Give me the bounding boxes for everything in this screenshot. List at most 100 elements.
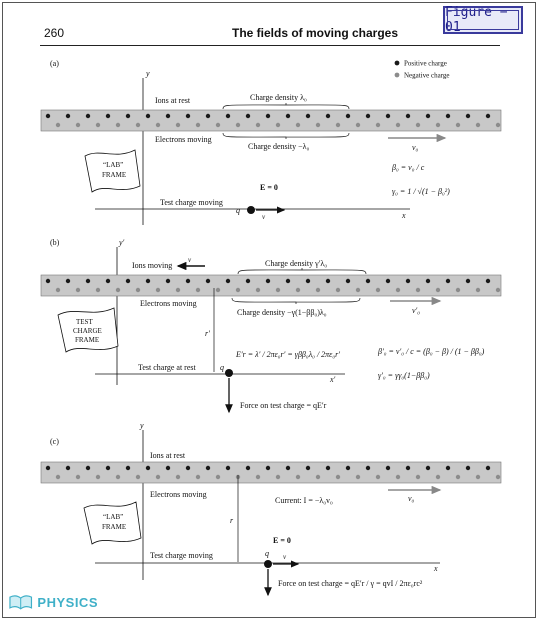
panel-a-negative-charge xyxy=(415,122,421,128)
page-number: 260 xyxy=(44,26,65,40)
panel-a: (a) y x Ions at rest Charge density λ₀ E… xyxy=(40,59,502,225)
panel-c-current: Current: I = −λ₀v₀ xyxy=(275,496,333,505)
panel-a-negative-charge xyxy=(215,122,221,128)
panel-b-positive-charge xyxy=(345,278,351,284)
panel-a-negative-charge xyxy=(115,122,121,128)
panel-c-positive-charge xyxy=(385,465,391,471)
panel-c-negative-charge xyxy=(455,474,461,480)
panel-b-positive-charge xyxy=(205,278,211,284)
panel-c-negative-charge xyxy=(135,474,141,480)
panel-a-negative-charge xyxy=(75,122,81,128)
panel-c-y-label: y xyxy=(139,421,144,430)
panel-c-negative-charge xyxy=(175,474,181,480)
panel-c-positive-charge xyxy=(465,465,471,471)
panel-b-frame-line3: FRAME xyxy=(75,336,99,344)
panel-b-positive-charge xyxy=(285,278,291,284)
panel-a-negative-charge xyxy=(295,122,301,128)
panel-c-positive-charge xyxy=(125,465,131,471)
header-rule xyxy=(40,45,500,46)
panel-b-field: E′r = λ′ / 2πε₀r′ = γββ₀λ₀ / 2πε₀r′ xyxy=(235,350,340,359)
panel-b-ions-v: v xyxy=(188,256,192,264)
panel-b-gamma-prime: γ′₀ = γγ₀(1−ββ₀) xyxy=(378,371,430,380)
panel-a-positive-charge xyxy=(425,113,431,119)
panel-c-x-label: x xyxy=(433,564,438,573)
panel-a-positive-charge xyxy=(485,113,491,119)
panel-a-positive-charge xyxy=(465,113,471,119)
panel-c-ions-label: Ions at rest xyxy=(150,451,186,460)
panel-a-negative-charge xyxy=(195,122,201,128)
panel-c-negative-charge xyxy=(375,474,381,480)
panel-b-negative-charge xyxy=(395,287,401,293)
panel-a-x-label: x xyxy=(401,211,406,220)
panel-b-positive-charge xyxy=(185,278,191,284)
panel-a-positive-charge xyxy=(245,113,251,119)
panel-b-negative-charge xyxy=(75,287,81,293)
panel-b-electrons-label: Electrons moving xyxy=(140,299,197,308)
panel-c-positive-charge xyxy=(405,465,411,471)
panel-b-positive-charge xyxy=(325,278,331,284)
panel-b-positive-charge xyxy=(445,278,451,284)
panel-a-positive-charge xyxy=(445,113,451,119)
panel-c-wire xyxy=(40,461,502,484)
panel-a-density-top: Charge density λ₀ xyxy=(250,93,307,102)
panel-c-negative-charge xyxy=(75,474,81,480)
panel-b-test-charge xyxy=(225,369,233,377)
panel-b-negative-charge xyxy=(135,287,141,293)
panel-b-tag: (b) xyxy=(50,238,60,247)
panel-b-positive-charge xyxy=(465,278,471,284)
panel-a-negative-charge xyxy=(135,122,141,128)
panel-b-positive-charge xyxy=(485,278,491,284)
panel-b-positive-charge xyxy=(45,278,51,284)
panel-c-test-label: Test charge moving xyxy=(150,551,213,560)
panel-b-x-label: x′ xyxy=(329,375,336,384)
panel-a-positive-charge xyxy=(365,113,371,119)
panel-a-positive-charge xyxy=(165,113,171,119)
panel-b-positive-charge xyxy=(385,278,391,284)
panel-c-positive-charge xyxy=(325,465,331,471)
panel-b-positive-charge xyxy=(65,278,71,284)
panel-b-negative-charge xyxy=(315,287,321,293)
panel-c-negative-charge xyxy=(475,474,481,480)
panel-c-q: q xyxy=(265,549,269,558)
panel-c-positive-charge xyxy=(85,465,91,471)
panel-a-v: v xyxy=(262,213,266,221)
panel-a-density-bottom: Charge density −λ₀ xyxy=(248,142,309,151)
panel-b-negative-charge xyxy=(195,287,201,293)
panel-b-negative-charge xyxy=(155,287,161,293)
panel-a-positive-charge xyxy=(385,113,391,119)
legend-positive-label: Positive charge xyxy=(404,60,447,68)
panel-b-negative-charge xyxy=(455,287,461,293)
panel-a-velocity: v₀ xyxy=(412,143,419,152)
panel-c-positive-charge xyxy=(185,465,191,471)
panel-a-negative-charge xyxy=(275,122,281,128)
panel-c-v: v xyxy=(283,553,287,561)
panel-b-positive-charge xyxy=(85,278,91,284)
panel-a-beta: β₀ = v₀ / c xyxy=(391,163,425,172)
panel-c-negative-charge xyxy=(335,474,341,480)
panel-b-negative-charge xyxy=(275,287,281,293)
panel-b-positive-charge xyxy=(245,278,251,284)
panel-c-positive-charge xyxy=(345,465,351,471)
panel-c-positive-charge xyxy=(365,465,371,471)
panel-b-brace-top xyxy=(237,268,367,275)
panel-c-positive-charge xyxy=(65,465,71,471)
panel-b-force: Force on test charge = qE′r xyxy=(240,401,327,410)
panel-a-brace-bottom xyxy=(222,132,350,139)
panel-a-positive-charge xyxy=(325,113,331,119)
panel-c-positive-charge xyxy=(205,465,211,471)
panel-b-brace-bottom xyxy=(231,297,361,304)
panel-c-negative-charge xyxy=(55,474,61,480)
legend-negative-label: Negative charge xyxy=(404,72,450,80)
panel-a-negative-charge xyxy=(435,122,441,128)
panel-b-positive-charge xyxy=(145,278,151,284)
panel-b-ions-label: Ions moving xyxy=(132,261,172,270)
panel-a-lab-frame-flag: “LAB” FRAME xyxy=(84,149,141,193)
panel-a-brace-top xyxy=(222,103,350,110)
panel-b-negative-charge xyxy=(295,287,301,293)
panel-b-positive-charge xyxy=(125,278,131,284)
panel-a-electrons-label: Electrons moving xyxy=(155,135,212,144)
legend-positive-dot xyxy=(394,60,400,66)
panel-b-negative-charge xyxy=(415,287,421,293)
panel-b-positive-charge xyxy=(265,278,271,284)
